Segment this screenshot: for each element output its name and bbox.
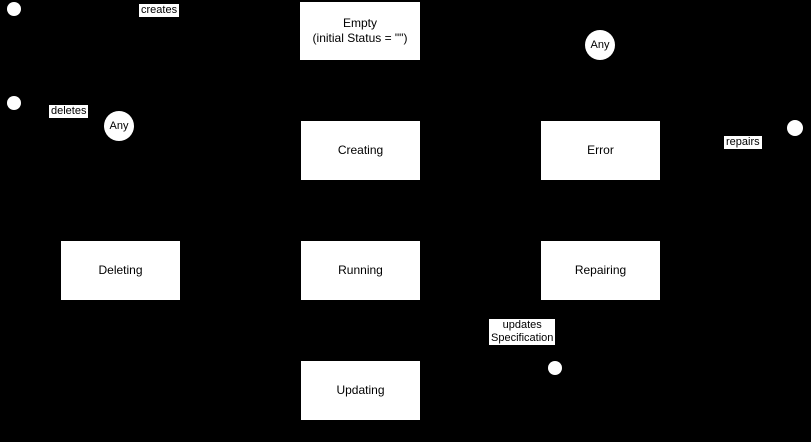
state-label: Error [587, 143, 614, 157]
state-label: Repairing [574, 263, 627, 277]
state-node-updating: Updating [301, 361, 420, 420]
state-label: Empty [342, 16, 377, 30]
state-label: Updating [336, 383, 385, 397]
terminal-dot-right [787, 120, 803, 136]
state-node-empty: Empty (initial Status = "") [300, 2, 420, 60]
edge-label-creates: creates [139, 4, 180, 17]
state-node-creating: Creating [301, 121, 420, 180]
state-node-error: Error [541, 121, 660, 180]
any-node-label: Any [590, 39, 610, 51]
state-node-repairing: Repairing [541, 241, 660, 300]
edge-label-updates-specification: updates Specification [489, 319, 556, 345]
edge-label-repairs: repairs [724, 136, 762, 149]
state-node-deleting: Deleting [61, 241, 180, 300]
terminal-dot-top-left [7, 2, 21, 16]
edge-label-updates-line2: Specification [491, 332, 554, 344]
state-label: Running [338, 263, 383, 277]
state-node-running: Running [301, 241, 420, 300]
edge-label-updates-line1: updates [502, 319, 542, 331]
any-state-node-right: Any [585, 30, 615, 60]
terminal-dot-left [7, 96, 21, 110]
any-state-node-left: Any [104, 111, 134, 141]
state-label: Creating [337, 143, 384, 157]
terminal-dot-bottom [548, 361, 562, 375]
state-sublabel: (initial Status = "") [312, 31, 408, 45]
edge-label-deletes: deletes [49, 105, 89, 118]
state-label: Deleting [98, 263, 143, 277]
any-node-label: Any [109, 120, 129, 132]
